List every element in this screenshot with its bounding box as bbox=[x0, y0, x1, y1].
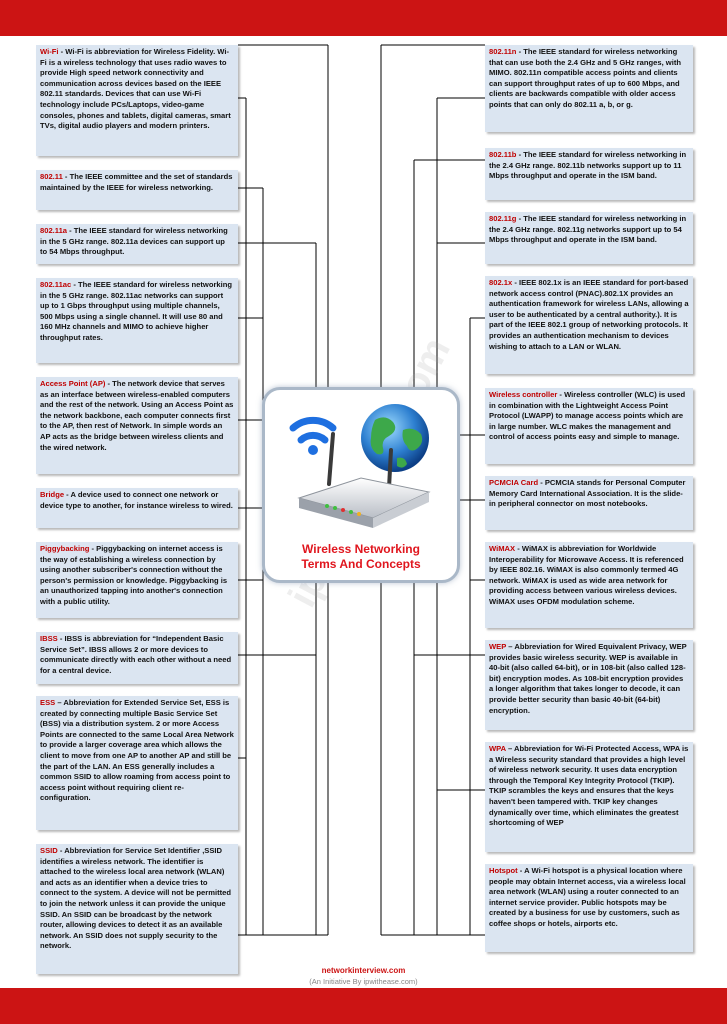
card-term: IBSS bbox=[40, 634, 58, 643]
card-term: 802.11ac bbox=[40, 280, 72, 289]
card-80211g: 802.11g - The IEEE standard for wireless… bbox=[485, 212, 693, 264]
card-bridge: Bridge - A device used to connect one ne… bbox=[36, 488, 238, 528]
card-text: Abbreviation for Extended Service Set, E… bbox=[40, 698, 234, 803]
card-text: IBSS is abbreviation for “Independent Ba… bbox=[40, 634, 232, 675]
card-80211a: 802.11a - The IEEE standard for wireless… bbox=[36, 224, 238, 264]
card-term: 802.11b bbox=[489, 150, 517, 159]
card-text: Abbreviation for Wi-Fi Protected Access,… bbox=[489, 744, 689, 828]
card-text: A Wi-Fi hotspot is a physical location w… bbox=[489, 866, 686, 928]
card-term: WEP bbox=[489, 642, 507, 651]
card-text: Wireless controller (WLC) is used in com… bbox=[489, 390, 686, 442]
card-80211: 802.11 - The IEEE committee and the set … bbox=[36, 170, 238, 210]
router-icon bbox=[297, 432, 431, 528]
card-8021x: 802.1x - IEEE 802.1x is an IEEE standard… bbox=[485, 276, 693, 374]
center-hub: Wireless Networking Terms And Concepts bbox=[262, 387, 460, 583]
card-term: WiMAX bbox=[489, 544, 516, 553]
card-term: Hotspot bbox=[489, 866, 518, 875]
card-term: ESS bbox=[40, 698, 56, 707]
card-term: Access Point (AP) bbox=[40, 379, 106, 388]
card-80211n: 802.11n - The IEEE standard for wireless… bbox=[485, 45, 693, 132]
card-text: The IEEE standard for wireless networkin… bbox=[489, 214, 687, 245]
card-ibss: IBSS - IBSS is abbreviation for “Indepen… bbox=[36, 632, 238, 684]
card-term: PCMCIA Card bbox=[489, 478, 539, 487]
card-term: WPA bbox=[489, 744, 506, 753]
card-text: The IEEE standard for wireless networkin… bbox=[40, 226, 228, 257]
card-wifi: Wi-Fi - Wi-Fi is abbreviation for Wirele… bbox=[36, 45, 238, 156]
footer-credit: (An Initiative By ipwithease.com) bbox=[309, 977, 418, 986]
card-term: SSID bbox=[40, 846, 58, 855]
card-text: The IEEE committee and the set of standa… bbox=[40, 172, 233, 192]
card-text: Abbreviation for Wired Equivalent Privac… bbox=[489, 642, 687, 715]
wifi-signal-icon bbox=[289, 416, 337, 455]
card-piggybacking: Piggybacking - Piggybacking on internet … bbox=[36, 542, 238, 618]
card-term: 802.11g bbox=[489, 214, 517, 223]
card-80211ac: 802.11ac - The IEEE standard for wireles… bbox=[36, 278, 238, 363]
card-text: The IEEE standard for wireless networkin… bbox=[489, 150, 687, 181]
card-ess: ESS – Abbreviation for Extended Service … bbox=[36, 696, 238, 830]
card-term: 802.11 bbox=[40, 172, 63, 181]
bottom-red-band bbox=[0, 988, 727, 1024]
card-text: WiMAX is abbreviation for Worldwide Inte… bbox=[489, 544, 684, 606]
card-text: Abbreviation for Service Set Identifier … bbox=[40, 846, 232, 951]
card-pcmcia: PCMCIA Card - PCMCIA stands for Personal… bbox=[485, 476, 693, 530]
card-text: PCMCIA stands for Personal Computer Memo… bbox=[489, 478, 686, 509]
card-term: Piggybacking bbox=[40, 544, 90, 553]
card-text: The network device that serves as an int… bbox=[40, 379, 234, 452]
card-wireless-controller: Wireless controller - Wireless controlle… bbox=[485, 388, 693, 464]
card-text: IEEE 802.1x is an IEEE standard for port… bbox=[489, 278, 689, 351]
card-ssid: SSID - Abbreviation for Service Set Iden… bbox=[36, 844, 238, 974]
card-hotspot: Hotspot - A Wi-Fi hotspot is a physical … bbox=[485, 864, 693, 952]
card-term: 802.1x bbox=[489, 278, 513, 287]
card-80211b: 802.11b - The IEEE standard for wireless… bbox=[485, 148, 693, 200]
card-text: A device used to connect one network or … bbox=[40, 490, 233, 510]
card-term: Wi-Fi bbox=[40, 47, 59, 56]
footer-site[interactable]: networkinterview.com bbox=[321, 966, 406, 975]
card-term: 802.11n bbox=[489, 47, 517, 56]
card-access-point: Access Point (AP) - The network device t… bbox=[36, 377, 238, 474]
card-term: 802.11a bbox=[40, 226, 68, 235]
card-term: Wireless controller bbox=[489, 390, 558, 399]
card-wep: WEP – Abbreviation for Wired Equivalent … bbox=[485, 640, 693, 730]
card-term: Bridge bbox=[40, 490, 65, 499]
center-title: Wireless Networking Terms And Concepts bbox=[301, 542, 421, 571]
card-wimax: WiMAX - WiMAX is abbreviation for Worldw… bbox=[485, 542, 693, 628]
router-illustration bbox=[289, 404, 431, 528]
card-text: The IEEE standard for wireless networkin… bbox=[489, 47, 681, 109]
globe-icon bbox=[361, 404, 429, 472]
top-red-band bbox=[0, 0, 727, 36]
card-text: Piggybacking on internet access is the w… bbox=[40, 544, 228, 606]
card-wpa: WPA – Abbreviation for Wi-Fi Protected A… bbox=[485, 742, 693, 852]
card-text: Wi-Fi is abbreviation for Wireless Fidel… bbox=[40, 47, 231, 131]
card-text: The IEEE standard for wireless networkin… bbox=[40, 280, 233, 342]
